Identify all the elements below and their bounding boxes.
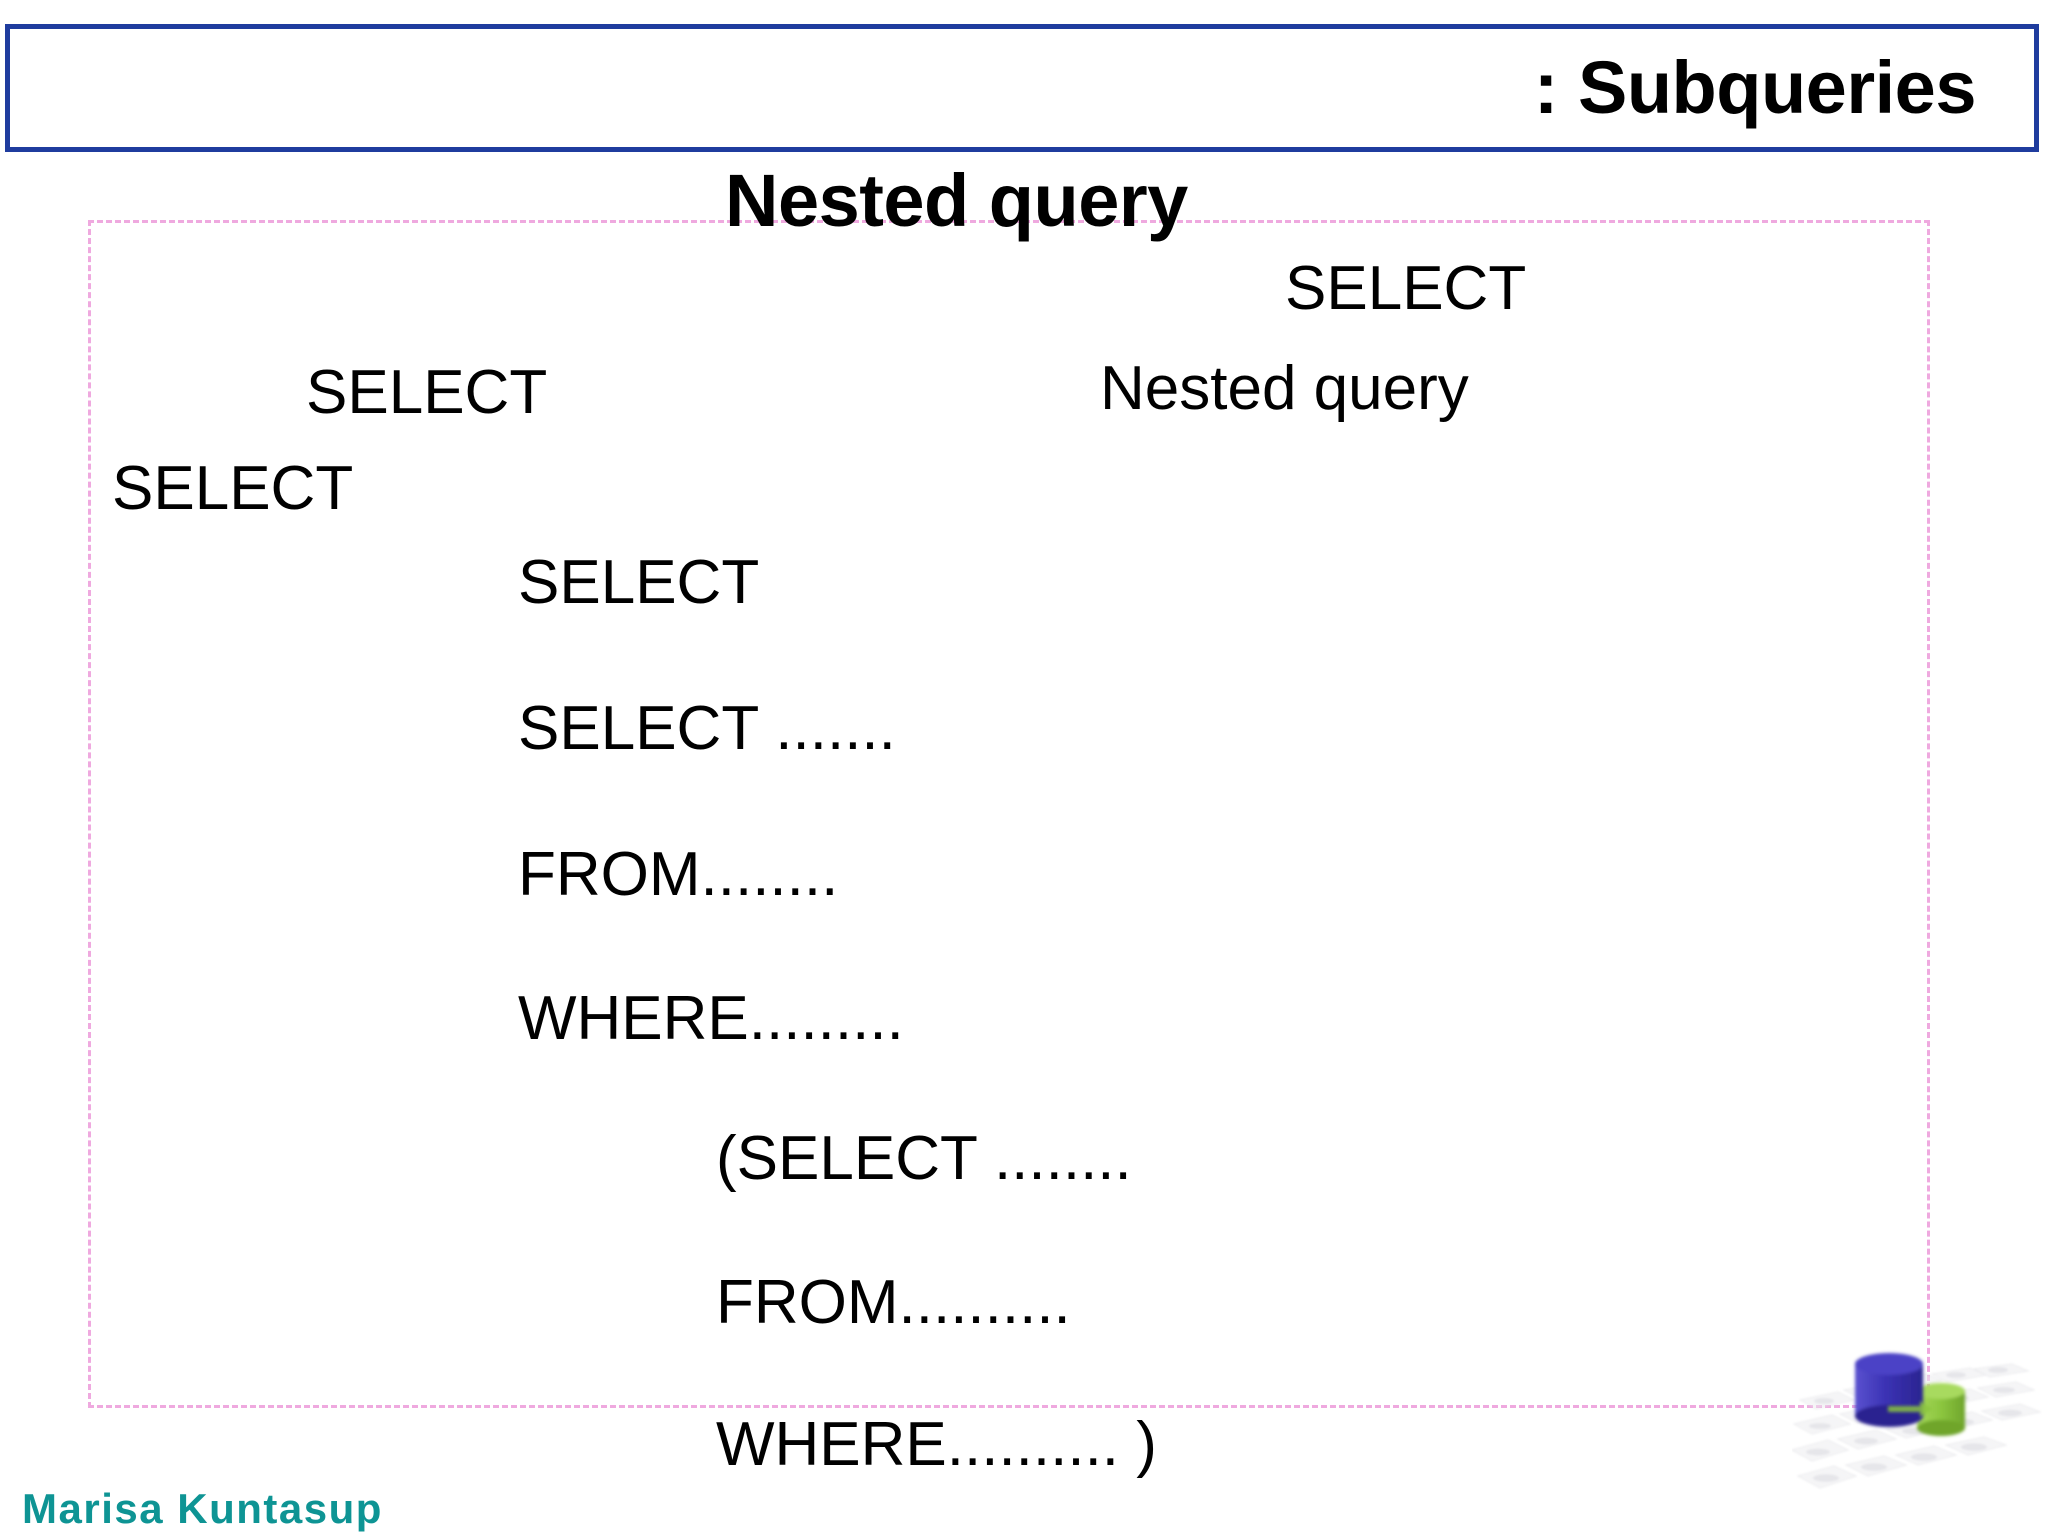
slide-subtitle: Nested query [725,159,1188,242]
query-line-subquery-from: FROM.......... [716,1268,1071,1337]
query-line-outer-select: SELECT [518,548,760,617]
slide-title-bar: : Subqueries [5,24,2039,152]
content-dashed-frame [88,220,1930,1408]
annotation-nested-query-right: Nested query [1100,354,1469,423]
page-title: : Subqueries [1533,46,1977,129]
query-line-subquery-select: (SELECT ........ [716,1124,1132,1193]
query-line-from: FROM........ [518,840,839,909]
query-line-subquery-where: WHERE.......... ) [716,1410,1157,1479]
annotation-select-right: SELECT [1285,254,1527,323]
query-line-where: WHERE......... [518,984,904,1053]
annotation-select-middle: SELECT [306,358,548,427]
query-line-select: SELECT ....... [518,694,896,763]
annotation-select-left: SELECT [112,454,354,523]
author-credit: Marisa Kuntasup [22,1485,383,1532]
